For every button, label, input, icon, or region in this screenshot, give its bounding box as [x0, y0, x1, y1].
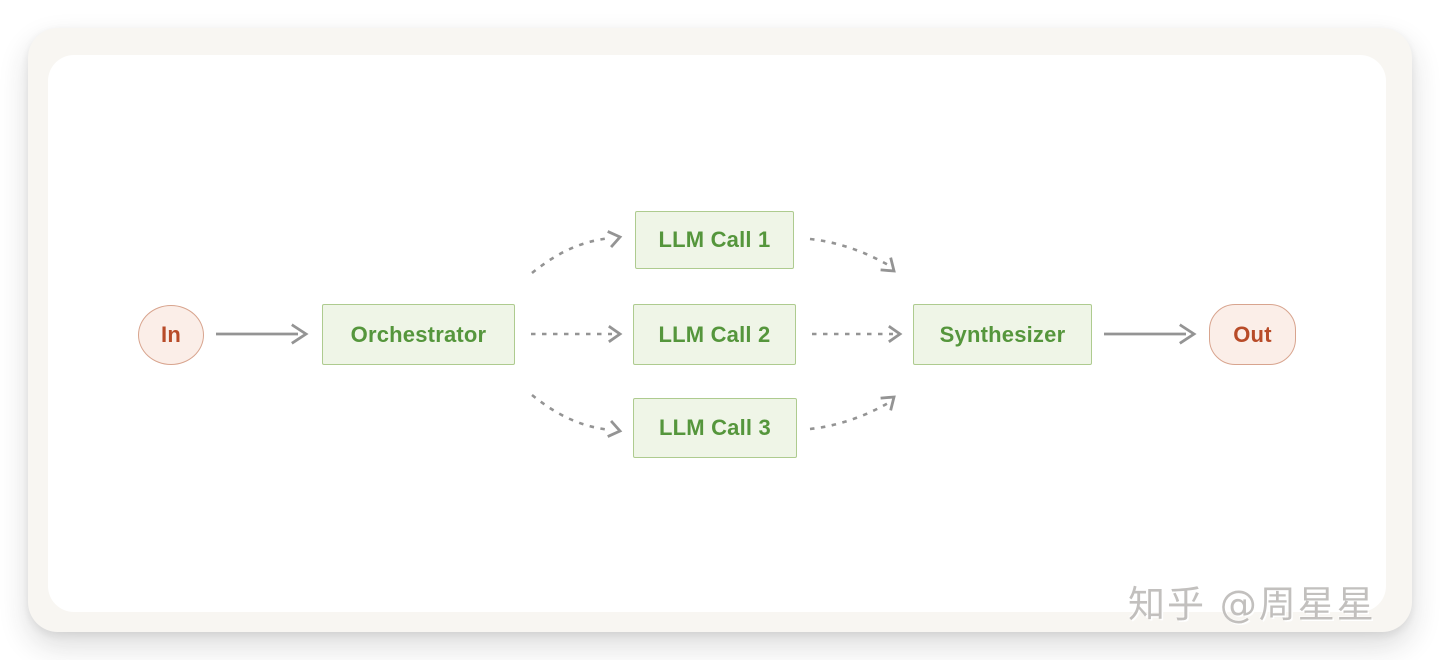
node-in-label: In — [161, 322, 181, 347]
node-synthesizer: Synthesizer — [913, 304, 1092, 365]
node-orchestrator: Orchestrator — [322, 304, 515, 365]
node-in: In — [138, 305, 204, 365]
node-orchestrator-label: Orchestrator — [350, 321, 487, 347]
node-llm-call-1-label: LLM Call 1 — [658, 227, 771, 252]
zhihu-watermark: 知乎 @周星星 — [1128, 583, 1376, 626]
node-llm-call-2: LLM Call 2 — [633, 304, 796, 365]
node-out: Out — [1209, 304, 1296, 365]
node-llm-call-1: LLM Call 1 — [635, 211, 794, 269]
node-llm-call-2-label: LLM Call 2 — [658, 321, 771, 347]
node-out-label: Out — [1233, 321, 1272, 347]
node-llm-call-3-label: LLM Call 3 — [658, 415, 771, 440]
node-synthesizer-label: Synthesizer — [939, 321, 1066, 347]
node-llm-call-3: LLM Call 3 — [633, 398, 797, 458]
